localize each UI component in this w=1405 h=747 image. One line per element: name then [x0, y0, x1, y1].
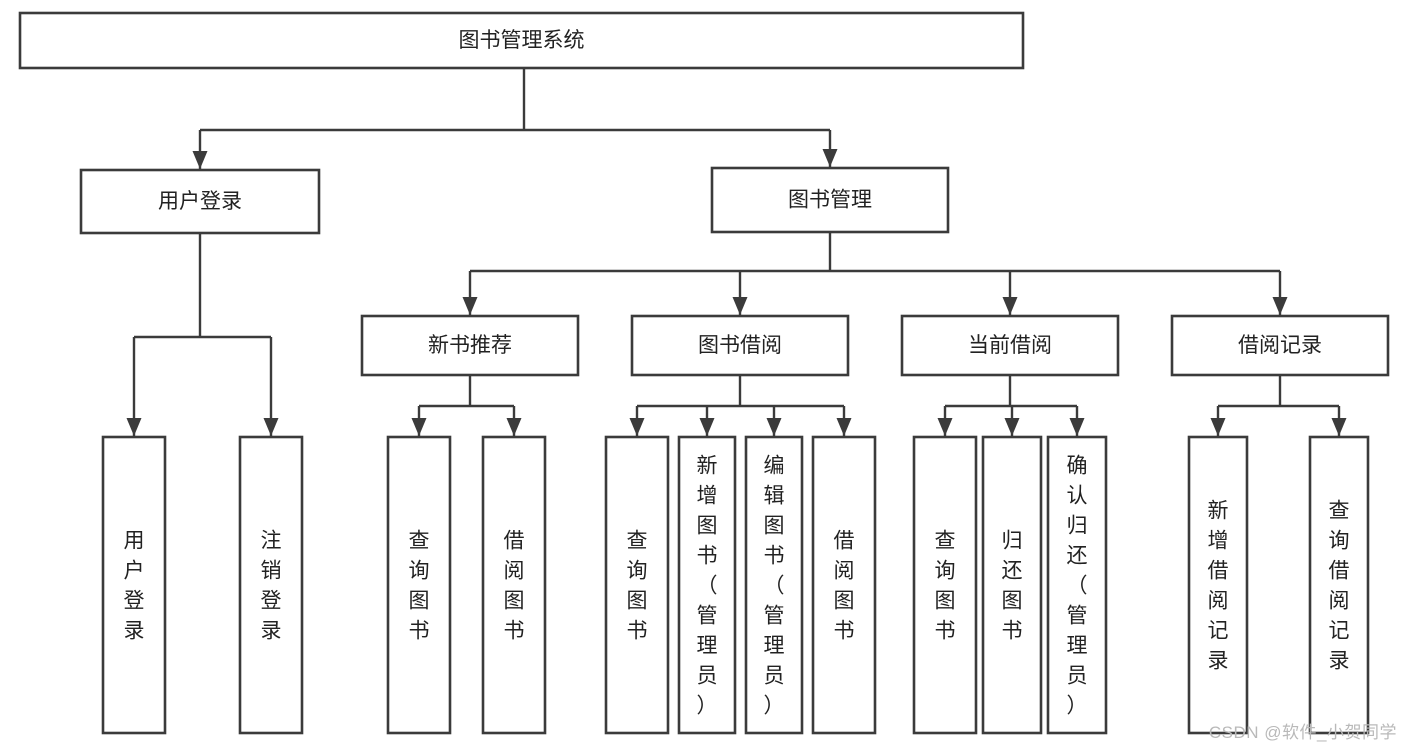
node-label-leaf-user-logout: 注销登录	[261, 530, 282, 643]
node-label-leaf-add-book-admin: 新增图书（管理员）	[697, 455, 718, 718]
node-label-leaf-query-book-rec: 查询图书	[409, 530, 430, 643]
node-box-leaf-add-book-admin[interactable]	[677, 435, 737, 735]
arrow-head-icon-new-book-recommend	[462, 297, 478, 315]
arrow-head-icon-leaf-add-borrow-record	[1210, 418, 1226, 436]
node-label-new-book-recommend: 新书推荐	[428, 334, 512, 357]
node-new-book-recommend[interactable]: 新书推荐	[360, 314, 580, 377]
node-leaf-add-book-admin[interactable]: 新增图书（管理员）	[677, 435, 737, 735]
node-leaf-add-borrow-record[interactable]: 新增借阅记录	[1187, 435, 1249, 735]
node-box-user-login[interactable]	[79, 168, 321, 235]
node-label-root: 图书管理系统	[459, 29, 585, 52]
node-box-leaf-query-borrow-record[interactable]	[1308, 435, 1370, 735]
node-box-leaf-user-logout[interactable]	[238, 435, 304, 735]
arrow-head-icon-book-manage	[822, 149, 838, 167]
node-label-leaf-confirm-return-admin: 确认归还（管理员）	[1067, 455, 1088, 718]
node-leaf-query-book-rec[interactable]: 查询图书	[386, 435, 452, 735]
arrow-head-icon-leaf-confirm-return-admin	[1069, 418, 1085, 436]
node-label-leaf-borrow-book-rec: 借阅图书	[504, 530, 525, 643]
node-box-root[interactable]	[18, 11, 1025, 70]
node-box-leaf-edit-book-admin[interactable]	[744, 435, 804, 735]
arrow-head-icon-book-borrow	[732, 297, 748, 315]
arrow-head-icon-leaf-query-borrow-record	[1331, 418, 1347, 436]
node-leaf-query-book-current[interactable]: 查询图书	[912, 435, 978, 735]
arrow-head-icon-leaf-add-book-admin	[699, 418, 715, 436]
node-box-leaf-query-book-rec[interactable]	[386, 435, 452, 735]
node-box-leaf-add-borrow-record[interactable]	[1187, 435, 1249, 735]
node-label-leaf-query-book-current: 查询图书	[935, 530, 956, 643]
node-label-book-manage: 图书管理	[788, 189, 872, 212]
node-label-leaf-user-login: 用户登录	[124, 530, 145, 643]
node-layer: 图书管理系统用户登录图书管理新书推荐图书借阅当前借阅借阅记录用户登录注销登录查询…	[18, 11, 1390, 735]
node-label-leaf-edit-book-admin: 编辑图书（管理员）	[764, 455, 785, 718]
node-label-borrow-record: 借阅记录	[1238, 334, 1322, 357]
node-box-borrow-record[interactable]	[1170, 314, 1390, 377]
node-leaf-user-login[interactable]: 用户登录	[101, 435, 167, 735]
node-label-leaf-borrow-book: 借阅图书	[834, 530, 855, 643]
node-label-leaf-query-borrow-record: 查询借阅记录	[1329, 500, 1350, 673]
node-label-leaf-query-book-borrow: 查询图书	[627, 530, 648, 643]
node-label-user-login: 用户登录	[158, 190, 242, 213]
csdn-watermark: CSDN @软件_小贺同学	[1208, 723, 1397, 742]
node-box-book-borrow[interactable]	[630, 314, 850, 377]
node-leaf-query-borrow-record[interactable]: 查询借阅记录	[1308, 435, 1370, 735]
connector-layer	[126, 68, 1347, 436]
arrow-head-icon-leaf-query-book-current	[937, 418, 953, 436]
node-label-current-borrow: 当前借阅	[968, 334, 1052, 357]
node-box-leaf-query-book-current[interactable]	[912, 435, 978, 735]
node-label-leaf-return-book: 归还图书	[1002, 530, 1023, 643]
node-box-leaf-query-book-borrow[interactable]	[604, 435, 670, 735]
node-leaf-query-book-borrow[interactable]: 查询图书	[604, 435, 670, 735]
arrow-head-icon-leaf-user-login	[126, 418, 142, 436]
node-leaf-return-book[interactable]: 归还图书	[981, 435, 1043, 735]
node-box-new-book-recommend[interactable]	[360, 314, 580, 377]
node-box-leaf-user-login[interactable]	[101, 435, 167, 735]
arrow-head-icon-user-login	[192, 151, 208, 169]
node-box-current-borrow[interactable]	[900, 314, 1120, 377]
node-box-leaf-return-book[interactable]	[981, 435, 1043, 735]
node-box-leaf-confirm-return-admin[interactable]	[1046, 435, 1108, 735]
node-leaf-confirm-return-admin[interactable]: 确认归还（管理员）	[1046, 435, 1108, 735]
node-label-book-borrow: 图书借阅	[698, 334, 782, 357]
arrow-head-icon-leaf-edit-book-admin	[766, 418, 782, 436]
node-leaf-user-logout[interactable]: 注销登录	[238, 435, 304, 735]
arrow-head-icon-leaf-return-book	[1004, 418, 1020, 436]
node-current-borrow[interactable]: 当前借阅	[900, 314, 1120, 377]
node-leaf-borrow-book[interactable]: 借阅图书	[811, 435, 877, 735]
arrow-head-icon-leaf-borrow-book-rec	[506, 418, 522, 436]
node-label-leaf-add-borrow-record: 新增借阅记录	[1208, 500, 1229, 673]
node-leaf-borrow-book-rec[interactable]: 借阅图书	[481, 435, 547, 735]
node-book-borrow[interactable]: 图书借阅	[630, 314, 850, 377]
node-box-leaf-borrow-book-rec[interactable]	[481, 435, 547, 735]
node-leaf-edit-book-admin[interactable]: 编辑图书（管理员）	[744, 435, 804, 735]
node-borrow-record[interactable]: 借阅记录	[1170, 314, 1390, 377]
arrow-head-icon-current-borrow	[1002, 297, 1018, 315]
node-user-login[interactable]: 用户登录	[79, 168, 321, 235]
arrow-head-icon-borrow-record	[1272, 297, 1288, 315]
arrow-head-icon-leaf-borrow-book	[836, 418, 852, 436]
arrow-head-icon-leaf-user-logout	[263, 418, 279, 436]
node-root[interactable]: 图书管理系统	[18, 11, 1025, 70]
arrow-head-icon-leaf-query-book-borrow	[629, 418, 645, 436]
arrow-head-icon-leaf-query-book-rec	[411, 418, 427, 436]
node-book-manage[interactable]: 图书管理	[710, 166, 950, 234]
node-box-book-manage[interactable]	[710, 166, 950, 234]
node-box-leaf-borrow-book[interactable]	[811, 435, 877, 735]
